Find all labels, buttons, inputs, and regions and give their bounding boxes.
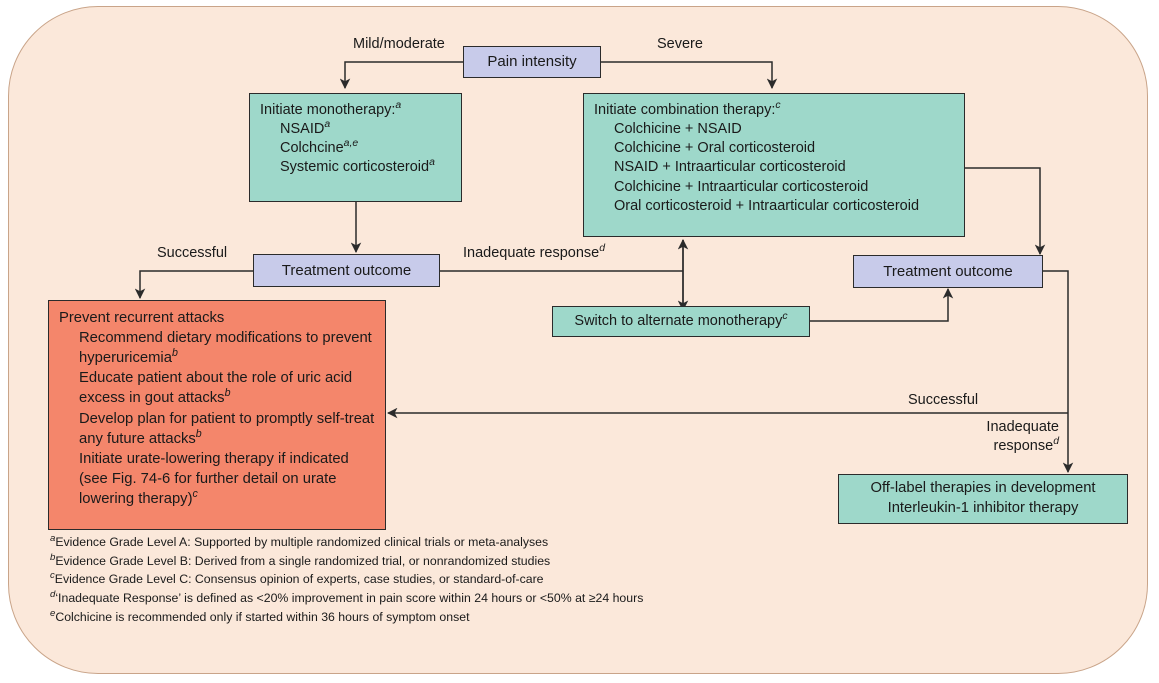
node-pain-intensity[interactable]: Pain intensity — [463, 46, 601, 78]
offlabel-line-1: Off-label therapies in development — [870, 480, 1096, 497]
prevent-title: Prevent recurrent attacks — [59, 310, 225, 326]
node-treatment-outcome-right[interactable]: Treatment outcome — [853, 255, 1043, 288]
monotherapy-item-0: NSAIDa — [280, 119, 331, 138]
combination-item-1: Colchicine + Oral corticosteroid — [614, 140, 816, 157]
prevent-item-0: Recommend dietary modifications to preve… — [79, 330, 372, 367]
footnote-d: d‘Inadequate Response’ is defined as <20… — [50, 588, 644, 606]
edge-label-inadequate-response-left: Inadequate responsed — [463, 243, 606, 261]
treatment-outcome-right-label: Treatment outcome — [883, 262, 1013, 280]
combination-item-2: NSAID + Intraarticular corticosteroid — [614, 159, 846, 176]
node-off-label-therapies[interactable]: Off-label therapies in development Inter… — [838, 474, 1128, 524]
prevent-item-1: Educate patient about the role of uric a… — [79, 370, 353, 407]
node-switch-to-alternate-monotherapy[interactable]: Switch to alternate monotherapyc — [552, 306, 810, 337]
footnote-c: cEvidence Grade Level C: Consensus opini… — [50, 570, 544, 587]
combination-item-3: Colchicine + Intraarticular corticostero… — [614, 178, 869, 195]
monotherapy-item-2: Systemic corticosteroida — [280, 157, 435, 176]
footnote-e: eColchicine is recommended only if start… — [50, 607, 470, 624]
monotherapy-item-1: Colchcinea,e — [280, 138, 359, 157]
edge-label-successful-left: Successful — [157, 245, 228, 261]
footnote-a: aEvidence Grade Level A: Supported by mu… — [50, 532, 549, 549]
edge-label-inadequate-response-right: Inadequate responsed — [986, 419, 1059, 454]
edge-label-mild-moderate: Mild/moderate — [353, 36, 445, 52]
edge-label-successful-right: Successful — [908, 392, 979, 408]
prevent-item-2: Develop plan for patient to promptly sel… — [79, 410, 375, 447]
combination-title: Initiate combination therapy:c — [594, 100, 781, 118]
node-prevent-recurrent-attacks[interactable]: Prevent recurrent attacks Recommend diet… — [48, 300, 386, 530]
footnote-b: bEvidence Grade Level B: Derived from a … — [50, 551, 551, 568]
edge-label-severe: Severe — [657, 36, 703, 52]
treatment-outcome-left-label: Treatment outcome — [281, 261, 412, 279]
node-treatment-outcome-left[interactable]: Treatment outcome — [253, 254, 440, 287]
combination-item-0: Colchicine + NSAID — [614, 121, 742, 138]
footnotes: aEvidence Grade Level A: Supported by mu… — [50, 533, 1050, 626]
monotherapy-title: Initiate monotherapy:a — [260, 100, 402, 118]
pain-intensity-label: Pain intensity — [487, 53, 577, 71]
node-initiate-monotherapy[interactable]: Initiate monotherapy:a NSAIDa Colchcinea… — [249, 93, 462, 202]
prevent-item-3: Initiate urate-lowering therapy if indic… — [79, 450, 349, 507]
combination-item-4: Oral corticosteroid + Intraarticular cor… — [614, 197, 920, 214]
switch-monotherapy-label: Switch to alternate monotherapyc — [574, 311, 788, 329]
node-initiate-combination-therapy[interactable]: Initiate combination therapy:c Colchicin… — [583, 93, 965, 237]
offlabel-line-2: Interleukin-1 inhibitor therapy — [887, 500, 1079, 516]
